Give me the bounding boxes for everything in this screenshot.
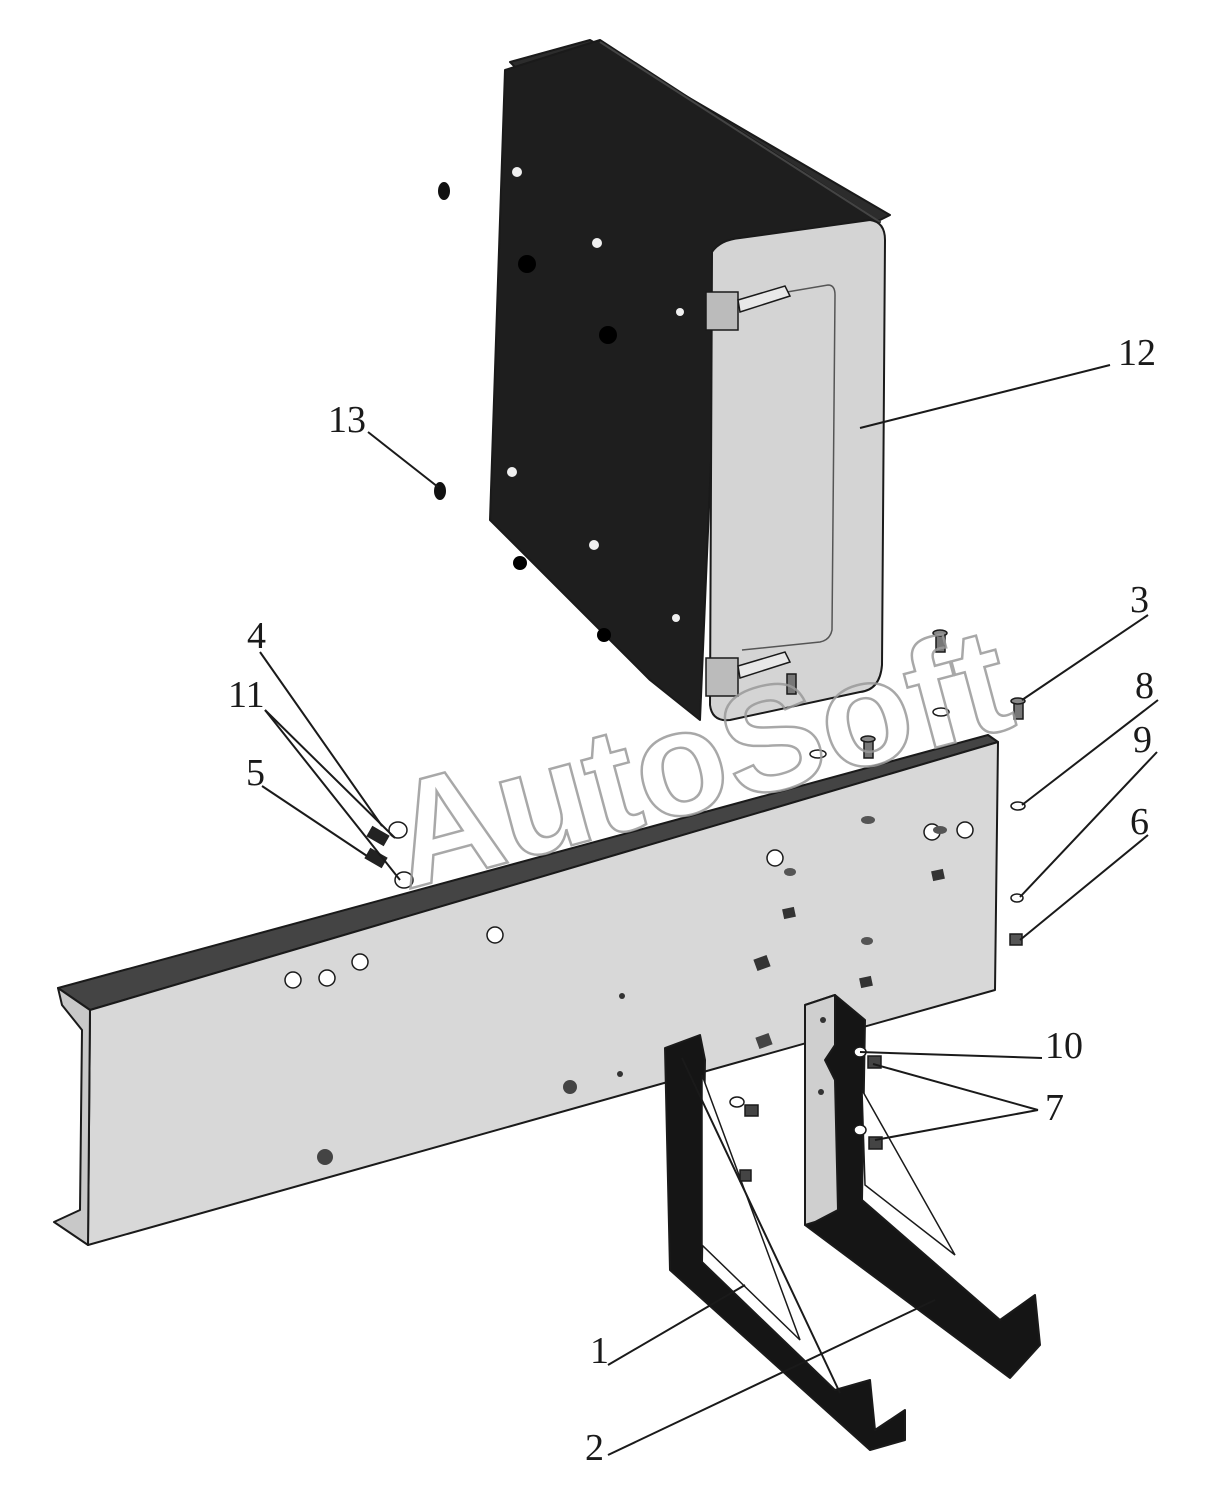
washer (932, 707, 950, 717)
callout-6: 6 (1130, 801, 1149, 843)
lower-latch (705, 651, 792, 697)
frame-rail (53, 734, 999, 1246)
bolt-5 (364, 847, 414, 889)
callout-13: 13 (328, 399, 366, 441)
callout-8: 8 (1135, 665, 1154, 707)
bolt-3 (1010, 697, 1026, 720)
battery-box (489, 39, 891, 722)
loose-nuts (729, 1096, 759, 1182)
bolt-3-middle (932, 629, 948, 653)
bracket-2 (804, 994, 1041, 1379)
leader-lines (259, 364, 1159, 1456)
washer-8 (1010, 801, 1026, 811)
plug-13-upper (438, 182, 450, 200)
bolt-3-box (786, 673, 797, 695)
upper-latch (705, 285, 792, 331)
callout-1: 1 (590, 1330, 609, 1372)
callout-12: 12 (1118, 332, 1156, 374)
washer (809, 749, 827, 759)
callout-2: 2 (585, 1427, 604, 1469)
callout-7: 7 (1045, 1087, 1064, 1129)
callout-3: 3 (1130, 579, 1149, 621)
callout-11: 11 (228, 674, 265, 716)
bolt-3-rail (860, 735, 876, 759)
bracket-1 (664, 1034, 906, 1451)
callout-5: 5 (246, 752, 265, 794)
callout-10: 10 (1045, 1025, 1083, 1067)
callout-9: 9 (1133, 719, 1152, 761)
callout-4: 4 (247, 615, 266, 657)
bolt-4 (366, 821, 408, 847)
